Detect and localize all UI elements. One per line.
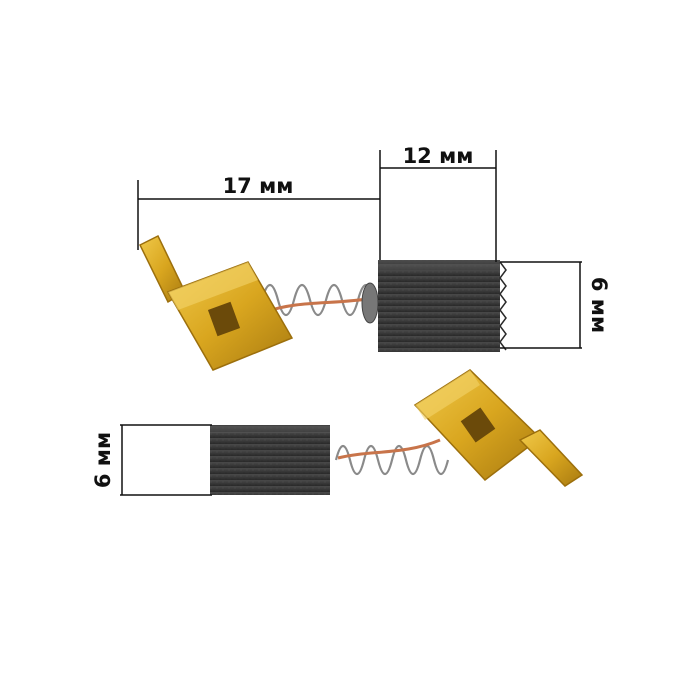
- dimension-lines: [120, 150, 582, 496]
- dim-label-6mm-right: 6 мм: [587, 277, 611, 333]
- dim-label-17mm: 17 мм: [223, 174, 294, 198]
- carbon-brush-top: [138, 234, 507, 371]
- copper-wire-bottom: [337, 438, 441, 460]
- carbon-block-top: [378, 260, 500, 352]
- spring-bottom: [334, 444, 450, 476]
- brass-tab-bottom: [518, 429, 584, 487]
- dim-label-6mm-left: 6 мм: [91, 432, 115, 488]
- spring-cap-top: [361, 282, 379, 324]
- spring-top: [260, 283, 376, 317]
- copper-wire-top: [264, 296, 376, 314]
- carbon-block-bottom: [210, 425, 330, 495]
- carbon-brush-bottom: [210, 369, 584, 495]
- clip-window-top: [207, 301, 241, 337]
- dim-label-12mm: 12 мм: [403, 144, 474, 168]
- clip-window-bottom: [460, 407, 496, 443]
